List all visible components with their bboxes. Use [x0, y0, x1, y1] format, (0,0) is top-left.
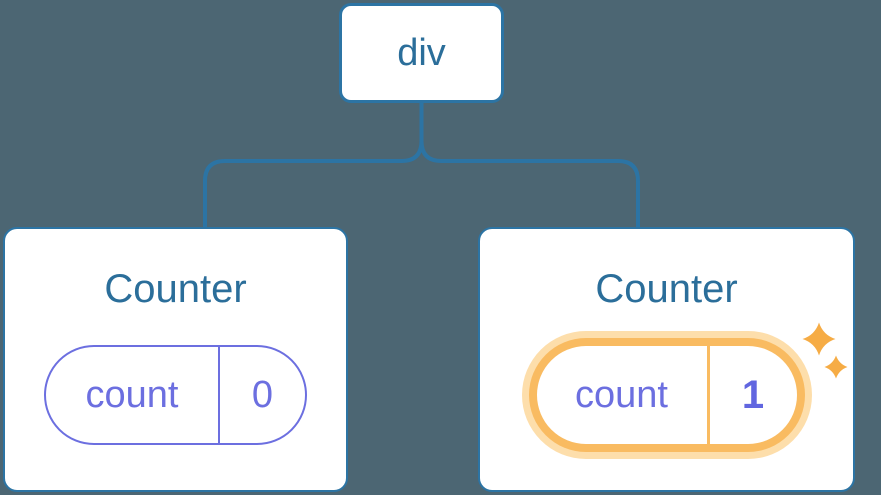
state-pill-glow: count 1: [521, 331, 812, 459]
connector-right-branch: [419, 101, 640, 228]
state-pill-ring: count 1: [528, 338, 805, 452]
state-value: 0: [251, 373, 274, 416]
component-title: Counter: [595, 267, 738, 311]
state-pill-highlighted: count 1: [536, 346, 797, 444]
state-key: count: [46, 347, 220, 443]
root-node-label: div: [397, 31, 446, 74]
sparkle-large: [802, 322, 836, 356]
state-value: 1: [741, 372, 765, 417]
sparkle-icon: [802, 322, 848, 379]
root-node-div: div: [339, 3, 504, 103]
state-key: count: [537, 346, 710, 444]
connector-left-branch: [203, 101, 424, 228]
sparkle-small: [824, 355, 848, 379]
component-title: Counter: [104, 267, 247, 311]
counter-card-left: Counter count 0: [3, 227, 348, 492]
state-pill: count 0: [44, 345, 307, 445]
counter-card-right: Counter count 1: [478, 227, 855, 492]
